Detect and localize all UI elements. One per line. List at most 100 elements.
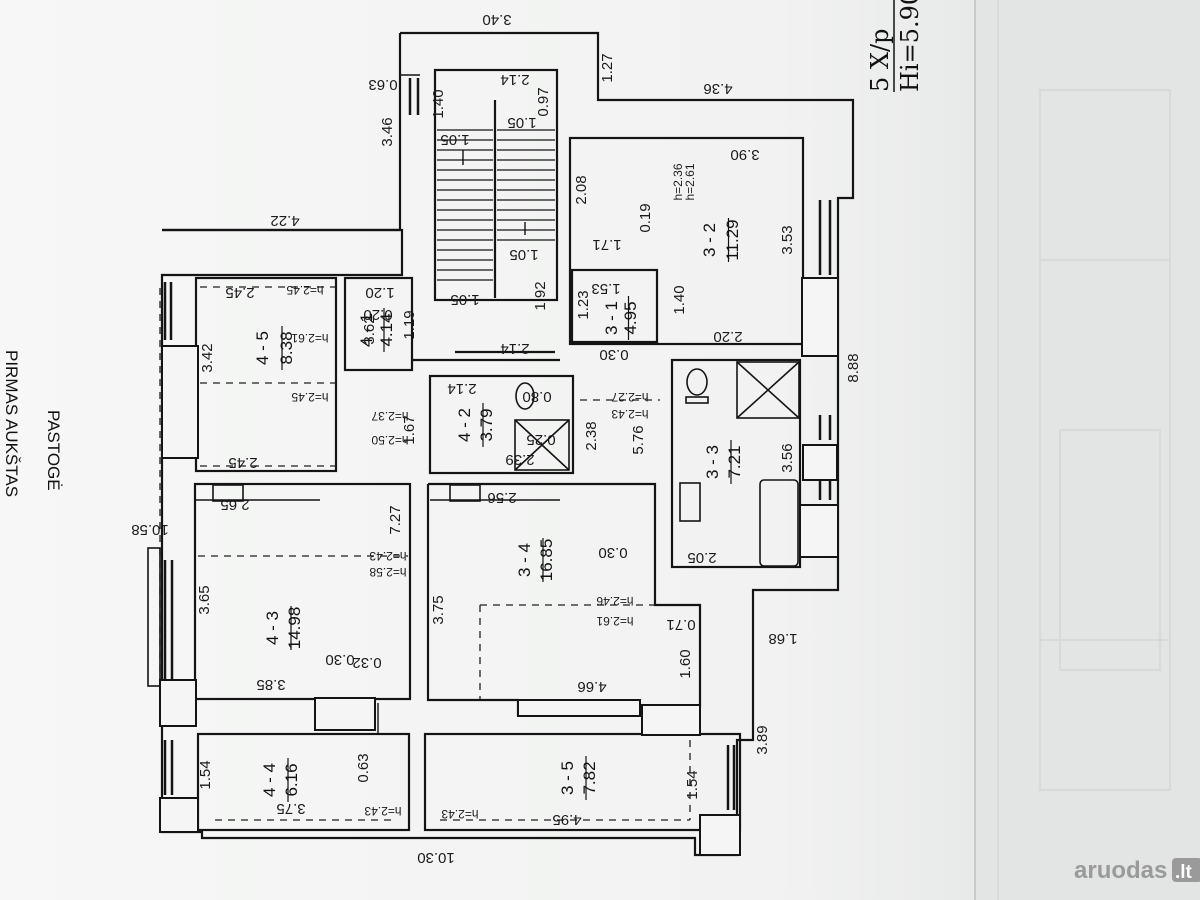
dimension-value: 1.54 <box>684 770 701 799</box>
dimension-value: 2.08 <box>573 175 590 204</box>
dimension-value: 0.63 <box>355 753 372 782</box>
room-code: 3 - 1 <box>602 301 621 335</box>
room-area: 6.16 <box>282 763 301 796</box>
dimension-value: 1.05 <box>507 114 536 131</box>
dimension-value: 4.36 <box>703 80 732 97</box>
ceiling-height: h=2.46 <box>596 594 633 608</box>
dimension-value: 3.89 <box>754 725 771 754</box>
toilet <box>686 368 708 396</box>
faint-heading-text: PASTOGĖ <box>44 410 63 491</box>
dimension-value: 2.45 <box>225 284 254 301</box>
dimension-value: 10.58 <box>131 521 169 538</box>
dimension-value: 3.40 <box>482 11 511 28</box>
dimension-value: 1.40 <box>430 89 447 118</box>
ceiling-height: h=2.61 <box>291 331 328 345</box>
stair-well <box>433 68 559 302</box>
sink <box>679 482 701 522</box>
dimension-value: 2.38 <box>583 421 600 450</box>
dimension-value: 2.14 <box>500 340 529 357</box>
dimension-value: 0.30 <box>325 651 354 668</box>
dimension-value: 3.53 <box>779 225 796 254</box>
room-4-1-wall <box>343 276 414 372</box>
stair-steps <box>437 129 555 281</box>
room-4-3-wall <box>193 482 412 701</box>
paper-edge <box>975 0 1200 900</box>
dimension-value: 2.20 <box>713 328 742 345</box>
filled-wall-blocks <box>159 277 839 856</box>
dimension-value: 0.20 <box>363 306 392 323</box>
dimension-value: 2.56 <box>487 489 516 506</box>
dimension-value: 3.56 <box>779 443 796 472</box>
watermark-suffix: .lt <box>1175 862 1193 883</box>
bathtub <box>759 479 799 567</box>
dimension-value: 0.30 <box>599 346 628 363</box>
room-area: 7.21 <box>725 445 744 478</box>
room-3-2-wall <box>568 136 805 346</box>
room-code: 3 - 2 <box>700 223 719 257</box>
fixtures <box>196 361 800 567</box>
dimension-value: 7.27 <box>387 505 404 534</box>
dimension-value: 2.65 <box>220 496 249 513</box>
dimension-value: 0.63 <box>368 76 397 93</box>
dimension-value: 10.30 <box>417 849 455 866</box>
ceiling-height: h=2.43 <box>611 407 648 421</box>
faint-heading: PASTOGĖ <box>44 410 63 491</box>
room-code: 3 - 3 <box>703 445 722 479</box>
floor-label: 5 X/p <box>866 29 894 92</box>
dimension-value: 1.67 <box>401 415 418 444</box>
room-code: 4 - 4 <box>260 763 279 797</box>
dimension-value: 0.97 <box>535 87 552 116</box>
ceiling-height: h=2.45 <box>286 283 323 297</box>
room-code: 4 - 3 <box>263 611 282 645</box>
ceiling-height: h=2.58 <box>369 565 406 579</box>
dimension-value: 3.90 <box>730 146 759 163</box>
room-3-5-wall <box>423 732 742 832</box>
side-title: PIRMAS AUKŠTAS <box>2 350 21 497</box>
dimension-value: 3.75 <box>276 800 305 817</box>
room-4-2-wall <box>428 374 575 475</box>
dimension-value: 5.76 <box>630 425 647 454</box>
ceiling-height: h=2.45 <box>291 390 328 404</box>
dimension-value: 0.30 <box>598 544 627 561</box>
dimension-value: 2.05 <box>687 549 716 566</box>
room-area: 14.98 <box>285 607 304 650</box>
balcony <box>147 547 161 687</box>
dimension-value: 3.75 <box>430 595 447 624</box>
room-area: 16.85 <box>537 539 556 582</box>
dimension-value: 2.14 <box>500 71 529 88</box>
dimension-value: 0.32 <box>352 654 381 671</box>
dimension-value: 0.19 <box>637 203 654 232</box>
room-code: 3 - 5 <box>558 761 577 795</box>
dimension-value: 8.88 <box>845 353 862 382</box>
room-code: 4 - 5 <box>253 331 272 365</box>
dimension-value: 1.40 <box>671 285 688 314</box>
ceiling-height: h=2.37 <box>371 409 408 423</box>
dimension-value: 3.85 <box>256 676 285 693</box>
room-area: 7.82 <box>580 761 599 794</box>
ceiling-height: h=2.43 <box>441 807 478 821</box>
height-labels: h=2.45h=2.61h=2.45h=2.37h=2.50h=2.36h=2.… <box>286 163 697 821</box>
dimension-value: 1.27 <box>599 53 616 82</box>
dimension-value: 0.80 <box>522 388 551 405</box>
shower-tray <box>736 361 800 419</box>
ceiling-height: h=2.61 <box>596 614 633 628</box>
dimension-value: 1.05 <box>450 291 479 308</box>
watermark: aruodas .lt <box>1074 857 1200 884</box>
ceiling-height: h=2.61 <box>683 163 697 200</box>
ceiling-height: h=2.43 <box>369 549 406 563</box>
dimension-value: 2.45 <box>228 454 257 471</box>
dimension-value: 1.20 <box>365 284 394 301</box>
dimension-value: 4.22 <box>270 212 299 229</box>
room-area: 4.14 <box>377 313 396 346</box>
dimension-value: 1.53 <box>591 280 620 297</box>
dimension-value: 0.71 <box>666 616 695 633</box>
dimension-value: 3.42 <box>199 343 216 372</box>
room-area: 11.29 <box>723 219 742 260</box>
dimension-value: 1.60 <box>677 649 694 678</box>
watermark-brand: aruodas <box>1074 857 1167 884</box>
dimension-value: 1.92 <box>532 281 549 310</box>
dimension-value: 1.71 <box>592 236 621 253</box>
walls <box>160 31 855 857</box>
